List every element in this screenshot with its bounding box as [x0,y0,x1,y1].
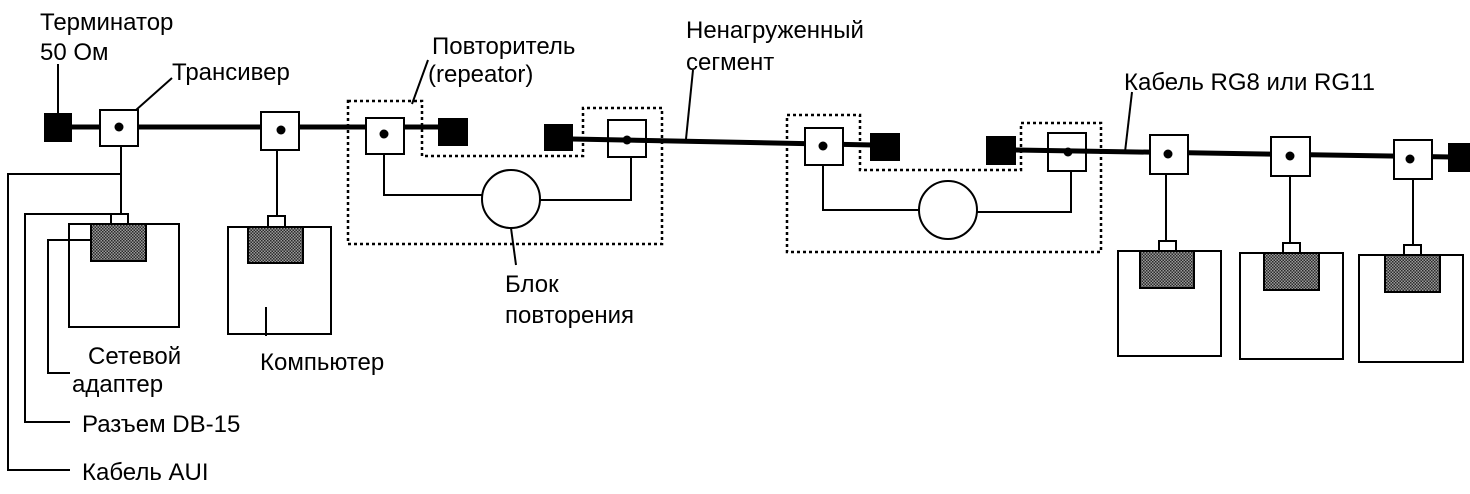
repeat-unit-2 [918,180,978,240]
db15-connector-4 [1282,242,1301,254]
network-adapter-label-2: адаптер [72,371,163,398]
network-adapter-2 [247,226,304,264]
station-4 [1239,136,1344,360]
terminator-seg2-left [544,124,573,151]
cable-label: Кабель RG8 или RG11 [1124,69,1375,96]
station-1 [68,109,180,328]
unloaded-segment-label: Ненагруженный [686,17,864,44]
db15-connector-1 [110,213,129,225]
terminator-seg1-right [438,118,468,146]
terminator-right-end [1448,143,1470,172]
repeater-label: Повторитель [432,33,575,60]
network-adapter-1 [90,223,147,262]
station-3 [1117,134,1222,357]
repeat-unit-label: Блок [505,271,559,298]
segment-right [1013,143,1470,172]
repeat-unit-label-2: повторения [505,302,634,329]
labels: Терминатор 50 Ом Трансивер Повторитель (… [40,9,1375,486]
leader-lines [7,59,1133,471]
db15-connector-2 [267,215,286,228]
connector-label: Разъем DB-15 [82,411,240,438]
station-2 [227,111,332,335]
terminator-seg2-right [870,133,900,161]
aui-cable-label: Кабель AUI [82,459,209,486]
terminator-label-value: 50 Ом [40,39,109,66]
transceiver-label: Трансивер [172,59,290,86]
repeater-2 [785,113,1103,254]
repeater-1-outline [346,99,664,246]
network-adapter-4 [1263,252,1320,291]
station-5 [1358,139,1464,363]
terminator-label: Терминатор [40,9,173,36]
repeater-1 [346,99,664,266]
network-adapter-5 [1384,254,1441,293]
repeat-unit-1 [481,169,541,229]
repeater-2-outline [785,113,1103,254]
network-adapter-label: Сетевой [88,343,181,370]
network-adapter-3 [1139,250,1195,289]
db15-connector-5 [1403,244,1422,256]
computer-label: Компьютер [260,349,384,376]
terminator-seg3-left [986,136,1016,165]
repeater-label-english: (repeator) [428,61,533,88]
unloaded-segment-label-2: сегмент [686,49,774,76]
db15-connector-3 [1158,240,1177,252]
terminator-left-end [44,113,72,142]
